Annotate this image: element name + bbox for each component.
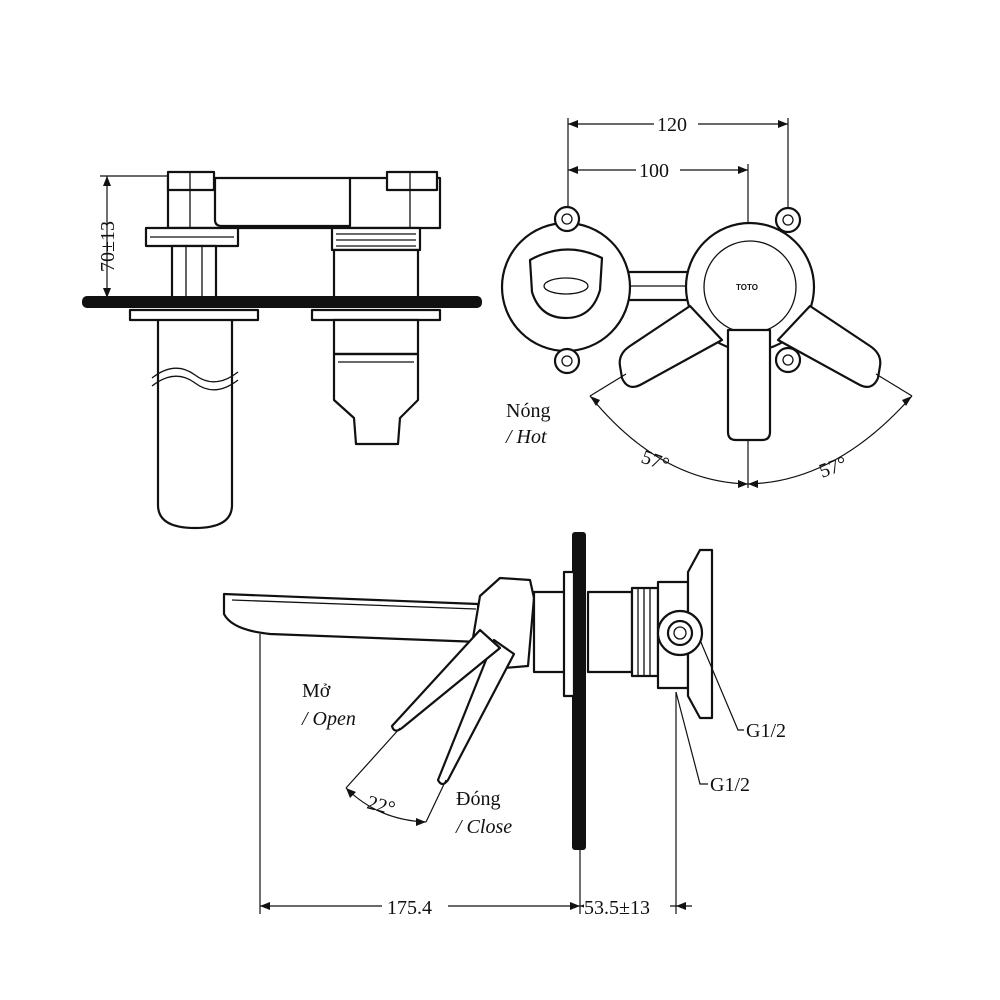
- right-under-flange: [310, 308, 442, 322]
- spout-outlet-inner: [543, 277, 589, 295]
- right-thread-ring: [330, 226, 422, 252]
- right-lug-top-hole: [782, 214, 794, 226]
- break-line-2: [151, 375, 239, 391]
- front-view: 120 100 TOTO: [500, 112, 913, 488]
- break-line-1: [151, 367, 239, 383]
- right-lug-top: [774, 206, 802, 234]
- dim-100-arrow-r: [738, 166, 748, 174]
- connector-bar: [626, 270, 692, 302]
- dim-175-arrow-r: [570, 902, 580, 910]
- right-lug-bottom: [774, 346, 802, 374]
- body-section-2: [586, 590, 634, 674]
- body-channel: [213, 176, 352, 228]
- leader-lower: [675, 691, 708, 785]
- lever-open: [390, 628, 502, 732]
- spout-top-edge: [231, 599, 477, 610]
- arc-right-ext: [875, 373, 913, 397]
- brand-label: TOTO: [736, 283, 758, 292]
- angle-22-ext-2: [425, 779, 447, 823]
- dim-53-bg: [584, 894, 670, 916]
- dim-53-arrow-r: [676, 902, 686, 910]
- left-clamp: [166, 170, 216, 192]
- right-lug-bottom-hole: [782, 354, 794, 366]
- height-dim-arrow-bottom: [103, 288, 111, 298]
- close-label-en: / Close: [455, 816, 512, 838]
- angle-22-arrow-1: [346, 788, 356, 798]
- dim-120-arrow-r: [778, 120, 788, 128]
- dim-100-arrow-l: [568, 166, 578, 174]
- dim-175-bg: [382, 894, 448, 916]
- hot-label-vn: Nóng: [506, 400, 550, 422]
- open-label-vn: Mở: [302, 680, 331, 702]
- height-dim-arrow-top: [103, 176, 111, 186]
- inlet-port-ring: [666, 619, 694, 647]
- dim-175-arrow-l: [260, 902, 270, 910]
- spout: [222, 592, 482, 644]
- left-lug-bottom: [553, 347, 581, 375]
- hot-label-en: / Hot: [505, 426, 547, 448]
- angle-left-label: 57°: [638, 446, 672, 476]
- inlet-port-hole: [673, 626, 687, 640]
- dim-175-label: 175.4: [387, 897, 432, 919]
- thread-upper-label: G1/2: [746, 720, 786, 742]
- arc-center-arrow-l: [738, 480, 748, 488]
- wall-plate: [82, 296, 482, 308]
- height-dim-label: 70±13: [97, 221, 119, 272]
- lever-close: [436, 638, 516, 786]
- valve-body-upper: [332, 318, 420, 356]
- wall-section: [572, 532, 586, 850]
- left-pipes: [170, 244, 218, 300]
- right-cartridge: [332, 248, 420, 300]
- spout-body-below: [156, 318, 234, 530]
- valve-body-lower: [332, 352, 420, 446]
- dim-53-label: 53.5±13: [584, 897, 650, 919]
- right-clamp: [385, 170, 439, 192]
- arc-right-arrow: [902, 396, 912, 406]
- top-view: 70±13: [82, 170, 482, 530]
- side-view: G1/2 G1/2 22° Mở / Open Đóng / Close 175…: [222, 532, 786, 919]
- left-lug-bottom-hole: [561, 355, 573, 367]
- arc-left-arrow: [590, 396, 600, 406]
- left-lug-top-hole: [561, 213, 573, 225]
- body-threads: [630, 586, 660, 678]
- dim-100-bg: [636, 158, 680, 180]
- angle-right-label: 57°: [816, 452, 850, 482]
- angle-22-arrow-2: [416, 818, 426, 826]
- lever-left: [618, 304, 724, 389]
- leader-upper: [699, 639, 744, 731]
- arc-left: [589, 395, 749, 485]
- thread-lower-label: G1/2: [710, 774, 750, 796]
- arc-left-ext: [589, 373, 627, 397]
- angle-22-ext-1: [345, 727, 401, 789]
- dim-120-arrow-l: [568, 120, 578, 128]
- angle-22-label: 22°: [365, 792, 398, 820]
- dim-120-label: 120: [657, 114, 687, 136]
- lever-center: [726, 328, 772, 442]
- arc-right: [747, 395, 913, 485]
- lever-right: [776, 304, 882, 389]
- left-lug-top: [553, 205, 581, 233]
- body-flange: [562, 570, 576, 698]
- open-label-en: / Open: [301, 708, 356, 730]
- arc-center-arrow-r: [748, 480, 758, 488]
- dim-100-label: 100: [639, 160, 669, 182]
- spout-outlet: [528, 248, 604, 320]
- left-under-flange: [128, 308, 260, 322]
- dim-120-bg: [654, 112, 698, 134]
- close-label-vn: Đóng: [456, 788, 500, 810]
